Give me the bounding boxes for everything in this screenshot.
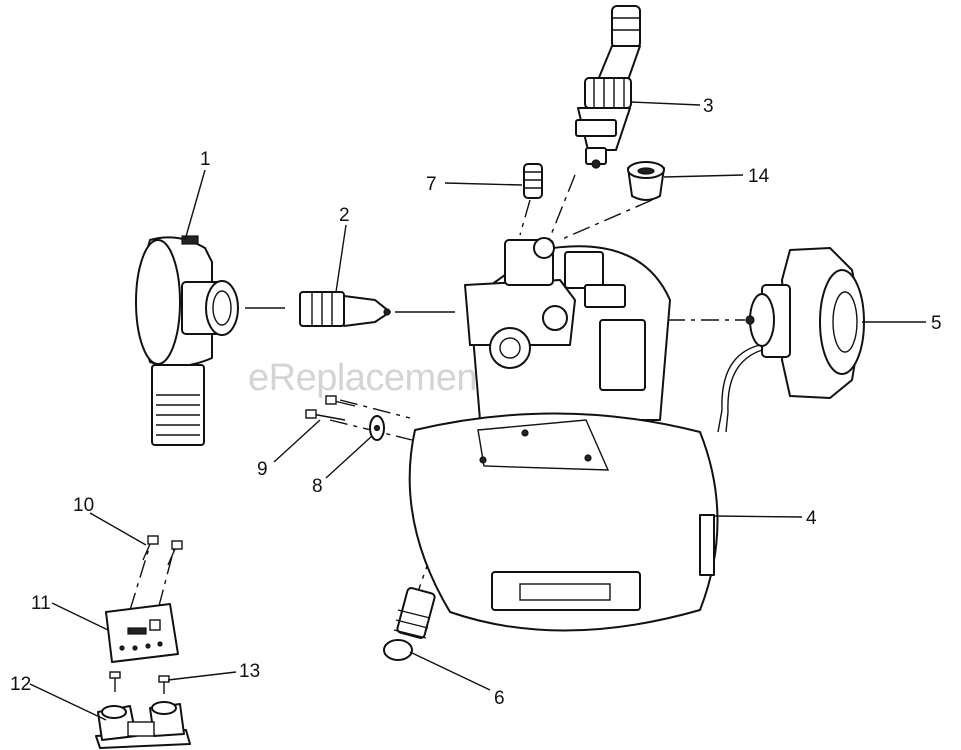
part-12-board-base [95, 701, 191, 749]
part-6-drain-fitting [383, 587, 436, 661]
part-7-small-fitting [523, 163, 543, 199]
part-2-check-valve [299, 291, 391, 327]
callout-11: 11 [31, 593, 51, 614]
callout-5: 5 [931, 313, 942, 334]
callout-7: 7 [426, 174, 437, 195]
callout-1: 1 [200, 149, 211, 170]
callout-9: 9 [257, 459, 268, 480]
callout-14: 14 [748, 166, 770, 187]
callout-12: 12 [10, 674, 31, 695]
part-4-motor-housing [408, 237, 719, 632]
callout-6: 6 [494, 688, 505, 709]
part-5-knob [717, 247, 865, 433]
part-10-screws [142, 535, 183, 566]
part-3-hose-fitting [575, 5, 641, 169]
part-13-screws [109, 671, 170, 694]
part-1-end-cap [135, 235, 239, 446]
leader-lines [29, 101, 926, 721]
callout-13: 13 [239, 661, 260, 682]
callout-labels: 1 2 3 4 5 6 7 8 9 10 11 12 13 14 [10, 96, 942, 709]
part-8-washer [369, 415, 385, 441]
part-14-cap [627, 161, 665, 201]
callout-8: 8 [312, 476, 323, 497]
callout-10: 10 [73, 495, 94, 516]
part-9-screws [305, 395, 356, 421]
callout-2: 2 [339, 205, 350, 226]
callout-3: 3 [703, 96, 714, 117]
part-11-circuit-board [105, 603, 179, 663]
callout-4: 4 [806, 508, 817, 529]
